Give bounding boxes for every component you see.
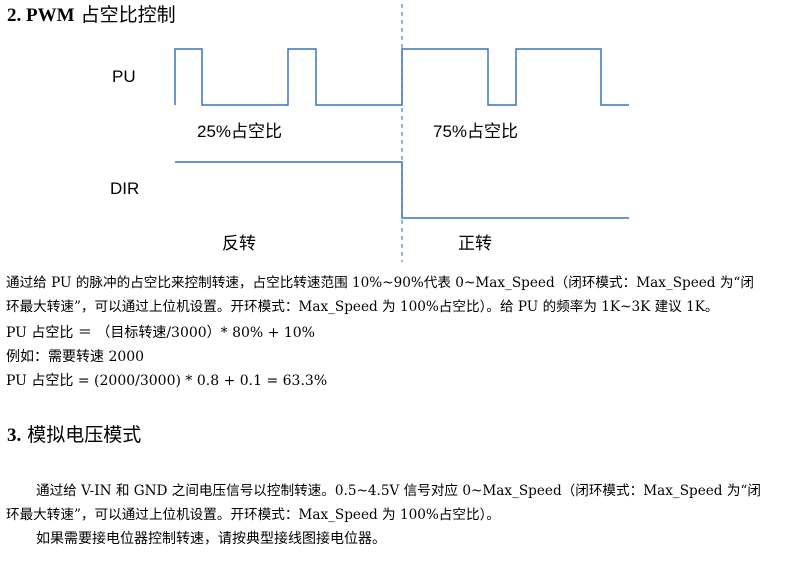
pu-label: PU xyxy=(112,67,136,86)
duty-formula: PU 占空比 ＝ （目标转速/3000）* 80% + 10% xyxy=(6,325,315,341)
section-2-title: 占空比控制 xyxy=(80,4,176,26)
dir-label: DIR xyxy=(110,179,140,198)
pu-waveform xyxy=(174,48,629,106)
section-3-line-3: 如果需要接电位器控制转速，请按典型接线图接电位器。 xyxy=(36,531,386,547)
section-3-line-1: 通过给 V-IN 和 GND 之间电压信号以控制转速。0.5~4.5V 信号对应… xyxy=(36,483,761,499)
pwm-timing-diagram xyxy=(174,4,629,262)
section-2-number: 2. PWM xyxy=(7,5,75,26)
duty-75-label: 75%占空比 xyxy=(433,122,519,141)
section-2-line-1: 通过给 PU 的脉冲的占空比来控制转速，占空比转速范围 10%~90%代表 0~… xyxy=(6,275,754,291)
example-intro: 例如：需要转速 2000 xyxy=(6,349,145,365)
forward-label: 正转 xyxy=(458,234,492,253)
section-2-line-2: 环最大转速”，可以通过上位机设置。开环模式：Max_Speed 为 100%占空… xyxy=(6,299,719,315)
duty-25-label: 25%占空比 xyxy=(197,122,283,141)
section-3-title: 模拟电压模式 xyxy=(27,424,142,446)
section-2-heading: 2. PWM 占空比控制 xyxy=(7,4,176,26)
section-3-line-2: 环最大转速”，可以通过上位机设置。开环模式：Max_Speed 为 100%占空… xyxy=(6,507,500,523)
section-3-heading: 3. 模拟电压模式 xyxy=(7,424,142,446)
section-3-number: 3. xyxy=(7,425,22,446)
example-calculation: PU 占空比 = (2000/3000) * 0.8 + 0.1 = 63.3% xyxy=(6,373,328,389)
reverse-label: 反转 xyxy=(222,234,256,253)
dir-waveform xyxy=(175,161,629,219)
